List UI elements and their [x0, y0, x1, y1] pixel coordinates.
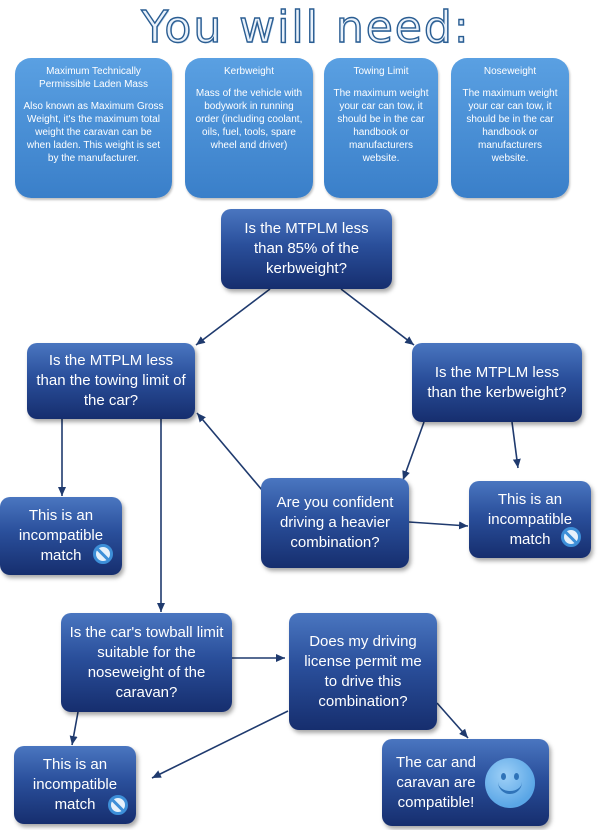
question-towing-limit: Is the MTPLM less than the towing limit …	[27, 343, 195, 419]
arrow-license-to-incompatible	[151, 710, 289, 779]
info-box-heading: Towing Limit	[353, 66, 409, 77]
node-text: This is an incompatible match	[18, 507, 104, 564]
arrow-towball-to-incompatible	[69, 711, 79, 746]
incompatible-match-box: This is an incompatible match	[14, 746, 136, 824]
question-confident-heavier: Are you confident driving a heavier comb…	[261, 478, 409, 568]
page-title: You will need:	[141, 1, 471, 53]
no-entry-icon	[93, 544, 113, 564]
node-text: Are you confident driving a heavier comb…	[276, 494, 394, 551]
node-text: Is the car's towball limit suitable for …	[69, 623, 224, 701]
info-box-heading: Maximum Technically Permissible Laden Ma…	[39, 66, 148, 90]
node-text: The car and caravan are compatible!	[395, 753, 477, 811]
arrow-kerbweight-to-confident	[402, 421, 425, 481]
info-box-heading: Kerbweight	[223, 66, 275, 77]
no-entry-icon	[561, 527, 581, 547]
info-box-kerbweight: Kerbweight Mass of the vehicle with body…	[185, 58, 313, 198]
info-box-body: Also known as Maximum Gross Weight, it's…	[23, 101, 164, 164]
question-towball-limit: Is the car's towball limit suitable for …	[61, 613, 232, 712]
question-kerbweight: Is the MTPLM less than the kerbweight?	[412, 343, 582, 422]
node-text: Is the MTPLM less than the kerbweight?	[427, 363, 567, 401]
incompatible-match-box: This is an incompatible match	[0, 497, 122, 575]
node-text: Does my driving license permit me to dri…	[304, 632, 422, 710]
smiley-icon	[485, 758, 535, 808]
info-box-heading: Noseweight	[483, 66, 537, 77]
info-box-noseweight: Noseweight The maximum weight your car c…	[451, 58, 569, 198]
info-box-mtplm: Maximum Technically Permissible Laden Ma…	[15, 58, 172, 198]
node-text: Is the MTPLM less than 85% of the kerbwe…	[244, 220, 369, 277]
info-box-body: The maximum weight your car can tow, it …	[462, 88, 558, 164]
node-text: Is the MTPLM less than the towing limit …	[36, 352, 186, 409]
info-box-towing-limit: Towing Limit The maximum weight your car…	[324, 58, 438, 198]
info-box-body: Mass of the vehicle with bodywork in run…	[195, 88, 303, 151]
question-driving-license: Does my driving license permit me to dri…	[289, 613, 437, 730]
arrow-85-to-kerbweight	[340, 288, 415, 346]
incompatible-match-box: This is an incompatible match	[469, 481, 591, 558]
arrow-85-to-towing	[195, 288, 271, 346]
compatible-result-box: The car and caravan are compatible!	[382, 739, 549, 826]
arrow-confident-to-towing	[196, 412, 263, 491]
arrow-kerbweight-to-incompatible	[511, 421, 521, 469]
node-text: This is an incompatible match	[32, 756, 118, 813]
info-box-body: The maximum weight your car can tow, it …	[333, 88, 429, 164]
no-entry-icon	[108, 795, 128, 815]
arrow-confident-to-incompatible	[408, 521, 469, 530]
arrow-license-to-compatible	[436, 702, 469, 739]
node-text: This is an incompatible match	[487, 490, 573, 548]
question-mtplm-85-percent: Is the MTPLM less than 85% of the kerbwe…	[221, 209, 392, 289]
